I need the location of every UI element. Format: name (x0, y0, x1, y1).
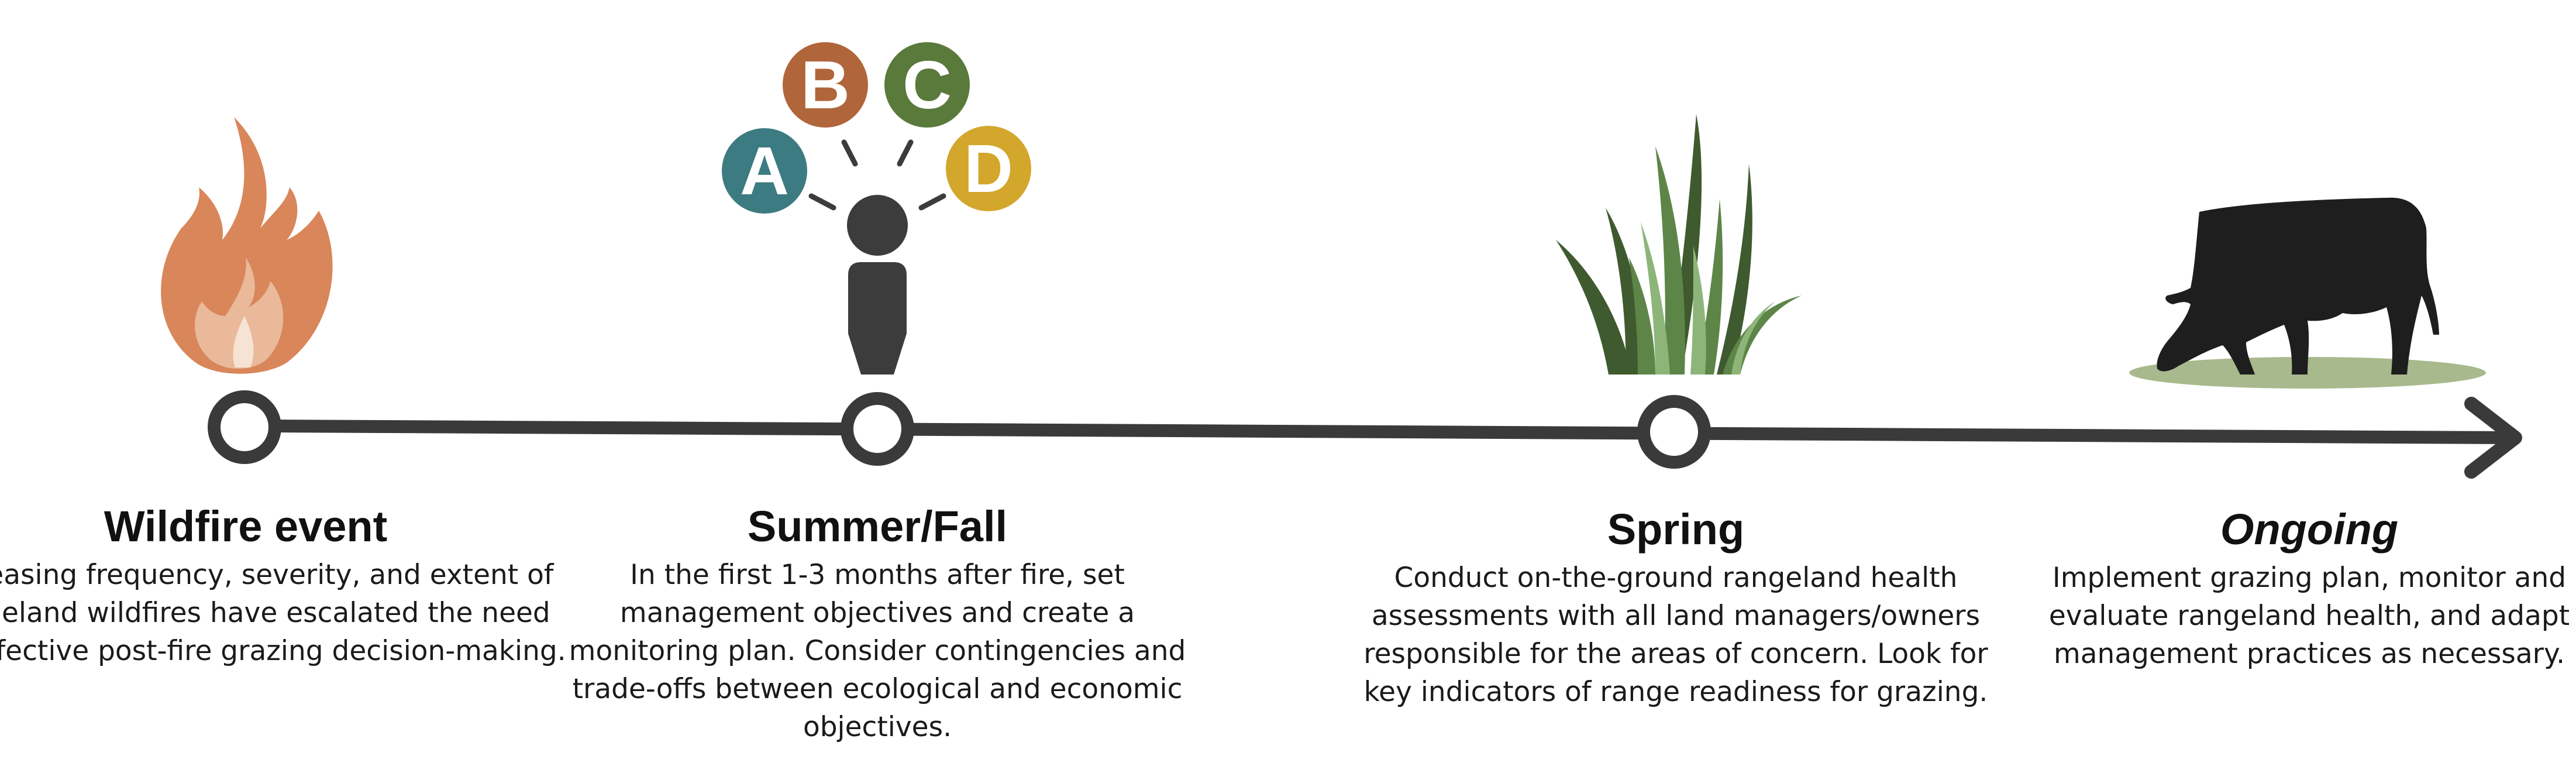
option-a-label: A (740, 133, 789, 209)
option-c-label: C (903, 47, 952, 123)
timeline-line (268, 420, 2516, 444)
summer-fall-title: Summer/Fall (747, 502, 1008, 551)
timeline-node-summer-fall (841, 392, 914, 466)
thought-rays-icon (808, 139, 946, 211)
wildfire-event-description: Increasing frequency, severity, and exte… (0, 559, 566, 667)
flame-icon (161, 117, 333, 374)
timeline-arrowhead-icon (2464, 397, 2522, 479)
timeline-axis (268, 397, 2522, 479)
option-a-badge: A (722, 128, 807, 214)
option-d-label: D (964, 130, 1013, 207)
person-options-icon: A B C D (722, 42, 1031, 375)
wildfire-event-title: Wildfire event (104, 502, 388, 551)
spring-description: Conduct on-the-ground rangeland health a… (1363, 562, 1988, 708)
spring-title: Spring (1607, 505, 1745, 554)
option-b-label: B (801, 47, 850, 123)
person-head-icon (847, 195, 908, 256)
person-body-icon (848, 262, 907, 375)
timeline-node-spring (1637, 395, 1711, 469)
option-c-badge: C (884, 42, 970, 128)
ongoing-title: Ongoing (2220, 505, 2399, 554)
summer-fall-description: In the first 1-3 months after fire, set … (569, 559, 1186, 743)
ongoing-description: Implement grazing plan, monitor and eval… (2048, 562, 2570, 670)
grass-icon (1556, 114, 1802, 375)
option-d-badge: D (946, 126, 1031, 211)
timeline-node-wildfire (208, 390, 281, 464)
option-b-badge: B (783, 42, 868, 128)
cow-icon (2129, 197, 2486, 389)
